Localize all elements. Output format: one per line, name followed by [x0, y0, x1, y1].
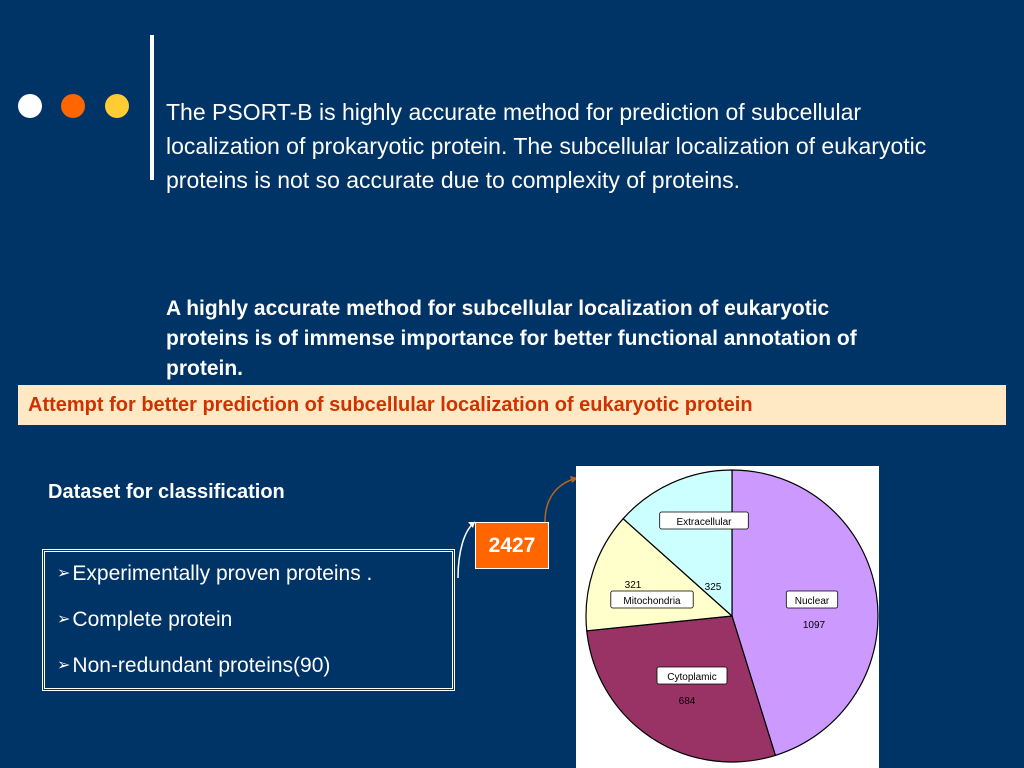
left-connector-arrow-icon [457, 521, 476, 579]
arrow-bullet-icon: ➢ [57, 657, 71, 674]
left-arrowhead-icon [468, 522, 475, 528]
criteria-box: ➢Experimentally proven proteins . ➢Compl… [42, 549, 455, 691]
right-connector-arrow-icon [544, 477, 578, 523]
criteria-item: ➢Experimentally proven proteins . [57, 562, 372, 586]
arrow-bullet-icon: ➢ [57, 611, 71, 628]
criteria-item: ➢Complete protein [57, 608, 232, 632]
slice-value-extracellular: 325 [705, 582, 722, 593]
orange-dot-icon [61, 94, 85, 118]
slice-label-extracellular: Extracellular [659, 511, 749, 530]
criteria-text: Non-redundant proteins(90) [72, 654, 331, 677]
slice-value-cytoplamic: 684 [679, 696, 696, 707]
slice-value-nuclear: 1097 [803, 620, 826, 631]
intro-paragraph: The PSORT-B is highly accurate method fo… [166, 99, 927, 193]
slice-label-box [659, 511, 749, 530]
criteria-text: Complete protein [72, 608, 233, 631]
dataset-heading: Dataset for classification [48, 481, 285, 503]
slice-label-nuclear: Nuclear [785, 590, 839, 609]
slice-label-box [785, 590, 839, 609]
slice-label-cytoplamic: Cytoplamic [656, 666, 728, 685]
criteria-item: ➢Non-redundant proteins(90) [57, 654, 330, 678]
slice-label-box [656, 666, 728, 685]
vertical-divider [150, 35, 154, 180]
total-count-badge: 2427 [475, 522, 549, 569]
white-dot-icon [18, 94, 42, 118]
slice-label-mitochondria: Mitochondria [610, 590, 694, 609]
yellow-dot-icon [105, 94, 129, 118]
arrow-bullet-icon: ➢ [57, 565, 71, 582]
criteria-text: Experimentally proven proteins . [72, 562, 373, 585]
emphasis-paragraph: A highly accurate method for subcellular… [166, 297, 857, 380]
slice-value-mitochondria: 321 [625, 580, 642, 591]
slice-label-text: Extracellular [676, 517, 732, 528]
highlight-banner: Attempt for better prediction of subcell… [18, 385, 1006, 425]
pie-slice-nuclear [731, 469, 879, 757]
pie-slice-extracellular [622, 469, 733, 618]
slice-label-text: Cytoplamic [667, 672, 716, 683]
pie-slice-cytoplamic [586, 615, 777, 763]
slice-label-text: Mitochondria [623, 596, 681, 607]
slice-label-text: Nuclear [795, 596, 830, 607]
slice-label-box [610, 590, 694, 609]
